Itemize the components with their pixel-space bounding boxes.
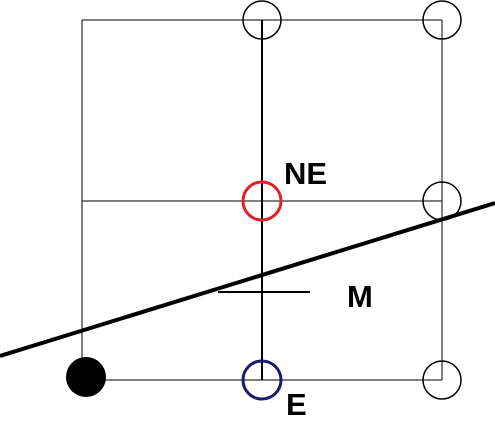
m-label: M	[347, 279, 373, 314]
ne-label: NE	[284, 156, 327, 191]
pixel-top-center	[242, 0, 282, 40]
ne-pixel	[241, 180, 283, 222]
pixel-top-right	[422, 0, 462, 40]
pixel-middle-right	[422, 181, 462, 221]
e-pixel	[241, 359, 283, 401]
ideal-line	[0, 201, 495, 358]
pixel-candidates	[242, 0, 462, 400]
pixel-bottom-right	[422, 360, 462, 400]
current-pixel	[66, 357, 106, 397]
e-label: E	[286, 387, 307, 422]
